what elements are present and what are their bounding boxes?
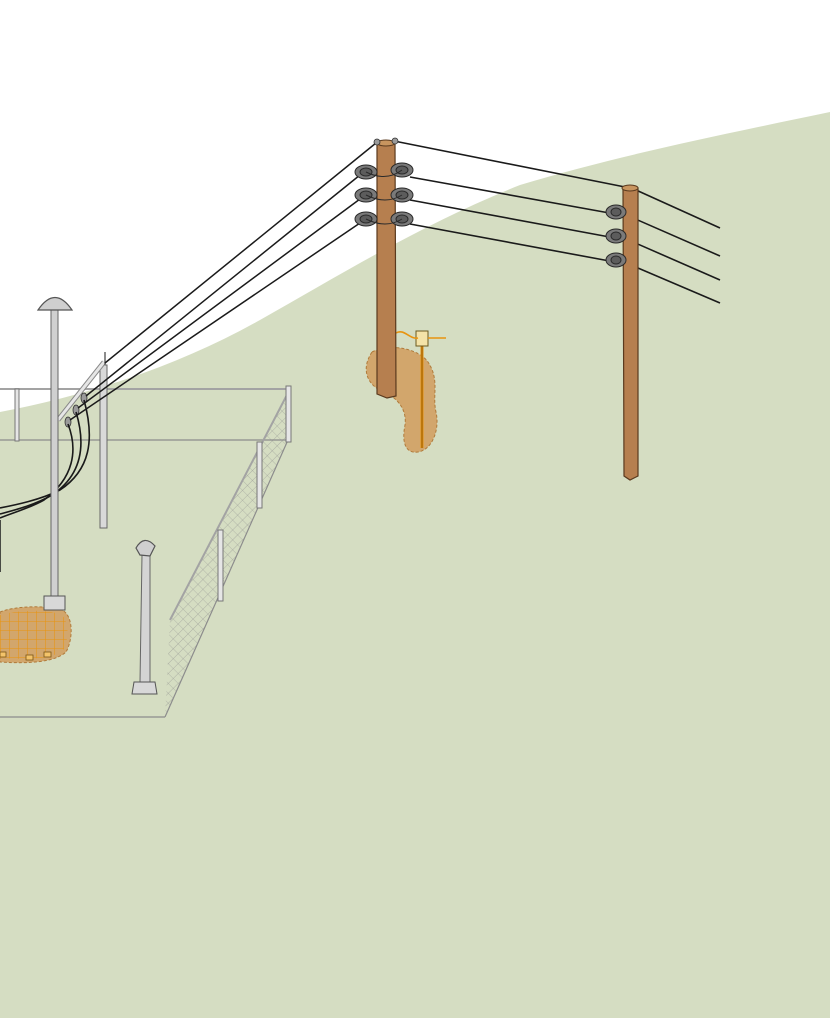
fence-post [217,529,224,602]
main-pole [376,142,397,399]
conductor [623,213,721,257]
conductor [77,198,361,409]
ground-grid-clamp [0,651,7,658]
earth-conductor [395,331,446,339]
insulator-icon [64,392,88,428]
fence-base-side [164,439,289,718]
top-insulator [391,137,399,145]
conductor [393,140,631,189]
conductor [409,176,616,215]
conductor [635,189,721,229]
second-pole-top [621,184,639,192]
chain-link-fence [0,385,292,718]
fence-post [256,441,263,509]
ground-grid-clamp [25,654,34,661]
fence-post [285,385,292,443]
fence-rail-top-side [169,388,291,621]
substation-frame [56,352,108,529]
street-lamp-icon [36,296,74,611]
insulator-icon [605,204,627,268]
insulator-jumper [365,169,403,225]
lamp-pole-tall [50,309,59,601]
lamp-base-short [131,681,158,695]
ground-grid [0,606,72,664]
conductor [623,261,721,304]
lamp-head-short [135,539,156,557]
conductor [69,222,361,421]
frame-diagonal-arm-edge [56,361,106,421]
lamp-head-tall [36,296,74,311]
wooden-pole-icon [354,137,414,399]
lamp-pole-short [139,554,151,683]
top-insulator [373,138,381,146]
street-lamp-icon [131,539,158,695]
ground-grid-mesh [0,610,68,659]
lamp-base-tall [43,595,66,611]
second-pole [622,187,639,481]
conductor [409,199,616,239]
conductors-to-substation [69,142,377,421]
conductor [623,237,721,281]
conductor [104,142,377,364]
conductor [409,223,616,263]
ground-grid-clamp [43,651,52,658]
conductor [85,174,361,397]
conductors-span [393,140,721,304]
fence-post [14,388,20,442]
ground-terrain [0,112,830,1018]
wooden-pole-icon [605,184,639,481]
